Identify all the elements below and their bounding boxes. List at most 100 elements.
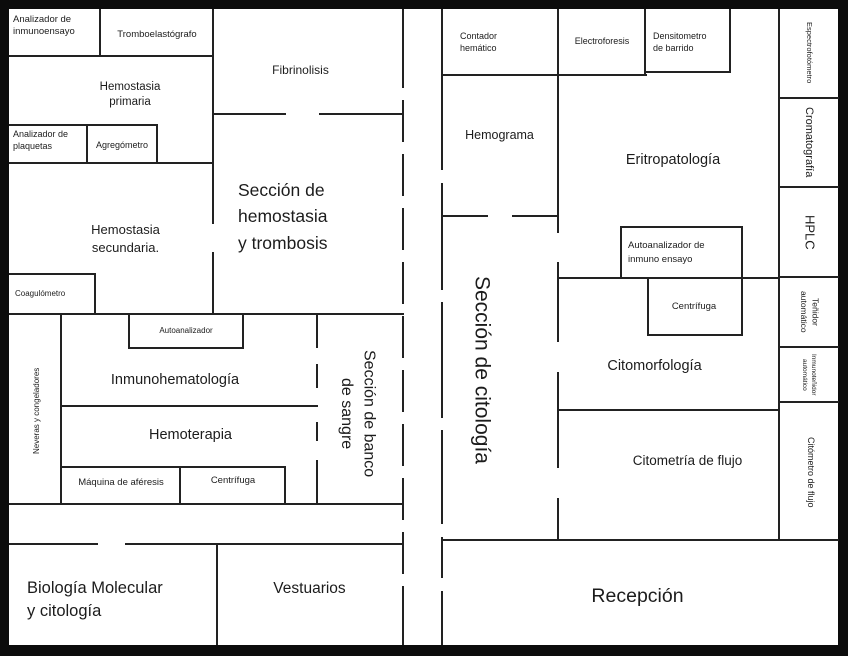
equipment-label-neveras-congeladores: Neveras y congeladores <box>31 367 41 455</box>
wall-segment <box>441 430 443 524</box>
wall-segment <box>212 9 214 164</box>
equipment-label-citometro-flujo: Citómetro de flujo <box>805 436 816 508</box>
wall-segment <box>646 71 731 73</box>
wall-segment <box>9 273 96 275</box>
equipment-label-hplc: HPLC <box>802 215 818 250</box>
wall-segment <box>402 154 404 196</box>
wall-segment <box>62 405 318 407</box>
room-label-hemostasia-primaria: Hemostasia primaria <box>99 81 161 108</box>
outer-wall-left <box>0 0 9 656</box>
wall-segment <box>9 55 214 57</box>
equipment-label-contador-hematico: Contador hemático <box>460 31 498 53</box>
room-label-recepcion: Recepción <box>591 585 684 607</box>
wall-segment <box>778 346 839 348</box>
room-label-biologia-molecular: Biología Molecular y citología <box>27 579 163 621</box>
wall-segment <box>741 226 743 279</box>
wall-segment <box>212 162 214 224</box>
wall-segment <box>9 162 214 164</box>
wall-segment <box>212 252 214 315</box>
wall-segment <box>741 279 743 336</box>
wall-segment <box>62 466 286 468</box>
wall-segment <box>620 226 622 279</box>
wall-segment <box>778 276 839 278</box>
room-label-inmunohematologia: Inmunohematología <box>110 372 240 388</box>
section-label-citologia: Sección de citología <box>470 276 494 464</box>
wall-segment <box>128 347 244 349</box>
wall-segment <box>128 315 130 349</box>
wall-segment <box>441 591 443 645</box>
room-label-hemograma: Hemograma <box>465 128 534 142</box>
equipment-label-tenidor-automatico: Teñidor automático <box>799 291 821 333</box>
equipment-label-analizador-plaquetas: Analizador de plaquetas <box>13 129 69 151</box>
wall-segment <box>557 262 559 342</box>
wall-segment <box>441 539 839 541</box>
wall-segment <box>316 460 318 505</box>
wall-segment <box>778 186 839 188</box>
wall-segment <box>647 334 743 336</box>
room-label-hemostasia-secundaria: Hemostasia secundaria. <box>91 222 160 255</box>
wall-segment <box>620 226 743 228</box>
wall-segment <box>402 586 404 645</box>
wall-segment <box>156 124 158 164</box>
equipment-label-maquina-aferesis: Máquina de aféresis <box>78 477 164 488</box>
wall-segment <box>284 466 286 505</box>
room-label-vestuarios: Vestuarios <box>273 580 346 597</box>
wall-segment <box>441 74 647 76</box>
outer-wall-right <box>838 0 848 656</box>
wall-segment <box>441 9 443 170</box>
wall-segment <box>60 315 62 505</box>
equipment-label-autoanalizador: Autoanalizador <box>159 326 213 335</box>
equipment-label-autoanalizador-inmunoensayo: Autoanalizador de inmuno ensayo <box>628 240 705 265</box>
equipment-label-inmunotenidor-automatico: Inmunoteñidor automático <box>801 353 818 396</box>
wall-segment <box>557 372 559 468</box>
room-label-fibrinolisis: Fibrinolisis <box>272 63 329 77</box>
wall-segment <box>402 370 404 412</box>
wall-segment <box>402 9 404 88</box>
wall-segment <box>99 9 101 56</box>
room-label-citometria-flujo: Citometría de flujo <box>632 453 743 468</box>
wall-segment <box>402 478 404 520</box>
wall-segment <box>94 273 96 315</box>
wall-segment <box>647 279 649 336</box>
equipment-label-coagulometro: Coagulómetro <box>15 289 66 298</box>
wall-segment <box>402 262 404 304</box>
wall-segment <box>441 183 443 290</box>
outer-wall-bottom <box>0 645 848 656</box>
wall-segment <box>512 215 559 217</box>
wall-segment <box>729 9 731 72</box>
wall-segment <box>402 208 404 250</box>
equipment-label-electroforesis: Electroforesis <box>574 36 630 46</box>
equipment-label-cromatografia: Cromatografía <box>803 107 816 178</box>
wall-segment <box>9 313 404 315</box>
room-label-hemoterapia: Hemoterapia <box>148 427 232 443</box>
wall-segment <box>644 9 646 74</box>
wall-segment <box>778 9 780 540</box>
equipment-label-tromboelastografo: Tromboelastógrafo <box>117 29 197 40</box>
wall-segment <box>9 543 98 545</box>
equipment-label-densitometro: Densitometro de barrido <box>653 31 707 53</box>
wall-segment <box>402 316 404 358</box>
wall-segment <box>557 498 559 540</box>
wall-segment <box>778 401 839 403</box>
wall-segment <box>125 543 404 545</box>
wall-segment <box>441 537 443 578</box>
equipment-label-espectrofotometro: Espectrofotómetro <box>804 22 814 84</box>
wall-segment <box>86 124 88 164</box>
wall-segment <box>402 532 404 574</box>
equipment-label-centrifuga-banco: Centrífuga <box>210 475 256 486</box>
section-label-banco-de-sangre: Sección de banco de sangre <box>338 350 378 478</box>
wall-segment <box>9 124 158 126</box>
wall-segment <box>443 215 488 217</box>
wall-segment <box>179 466 181 505</box>
wall-segment <box>402 100 404 142</box>
section-label-hemostasia-trombosis: Sección de hemostasia y trombosis <box>238 180 328 253</box>
wall-segment <box>441 302 443 418</box>
wall-segment <box>557 76 559 233</box>
outer-wall-top <box>0 0 848 9</box>
wall-segment <box>316 315 318 348</box>
wall-segment <box>316 422 318 441</box>
wall-segment <box>9 503 404 505</box>
wall-segment <box>316 364 318 388</box>
wall-segment <box>778 97 839 99</box>
